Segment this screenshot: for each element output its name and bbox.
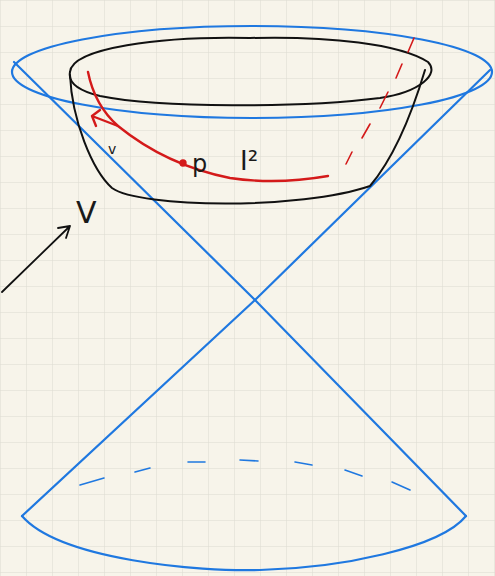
- hyperboloid: [70, 38, 432, 204]
- tangent-arrow: [92, 110, 118, 126]
- point-dot: [181, 161, 186, 166]
- worldline-curve: [88, 38, 414, 181]
- surface-label: I²: [240, 148, 258, 174]
- hidden-curve: [346, 38, 414, 164]
- cone-bottom-rim: [22, 516, 466, 570]
- point-label: p: [192, 152, 207, 176]
- cone-edge: [14, 62, 466, 516]
- light-cone: [12, 26, 492, 570]
- red-curve: [88, 72, 328, 181]
- hyperboloid-rim: [70, 38, 432, 106]
- vector-label: v: [108, 142, 116, 156]
- leader-line: [2, 226, 70, 292]
- cone-bottom-hidden-rim: [80, 460, 410, 490]
- cone-top-rim: [12, 26, 492, 118]
- set-label: V: [76, 198, 97, 228]
- cone-edge: [22, 70, 490, 516]
- hyperboloid-bowl: [70, 70, 425, 204]
